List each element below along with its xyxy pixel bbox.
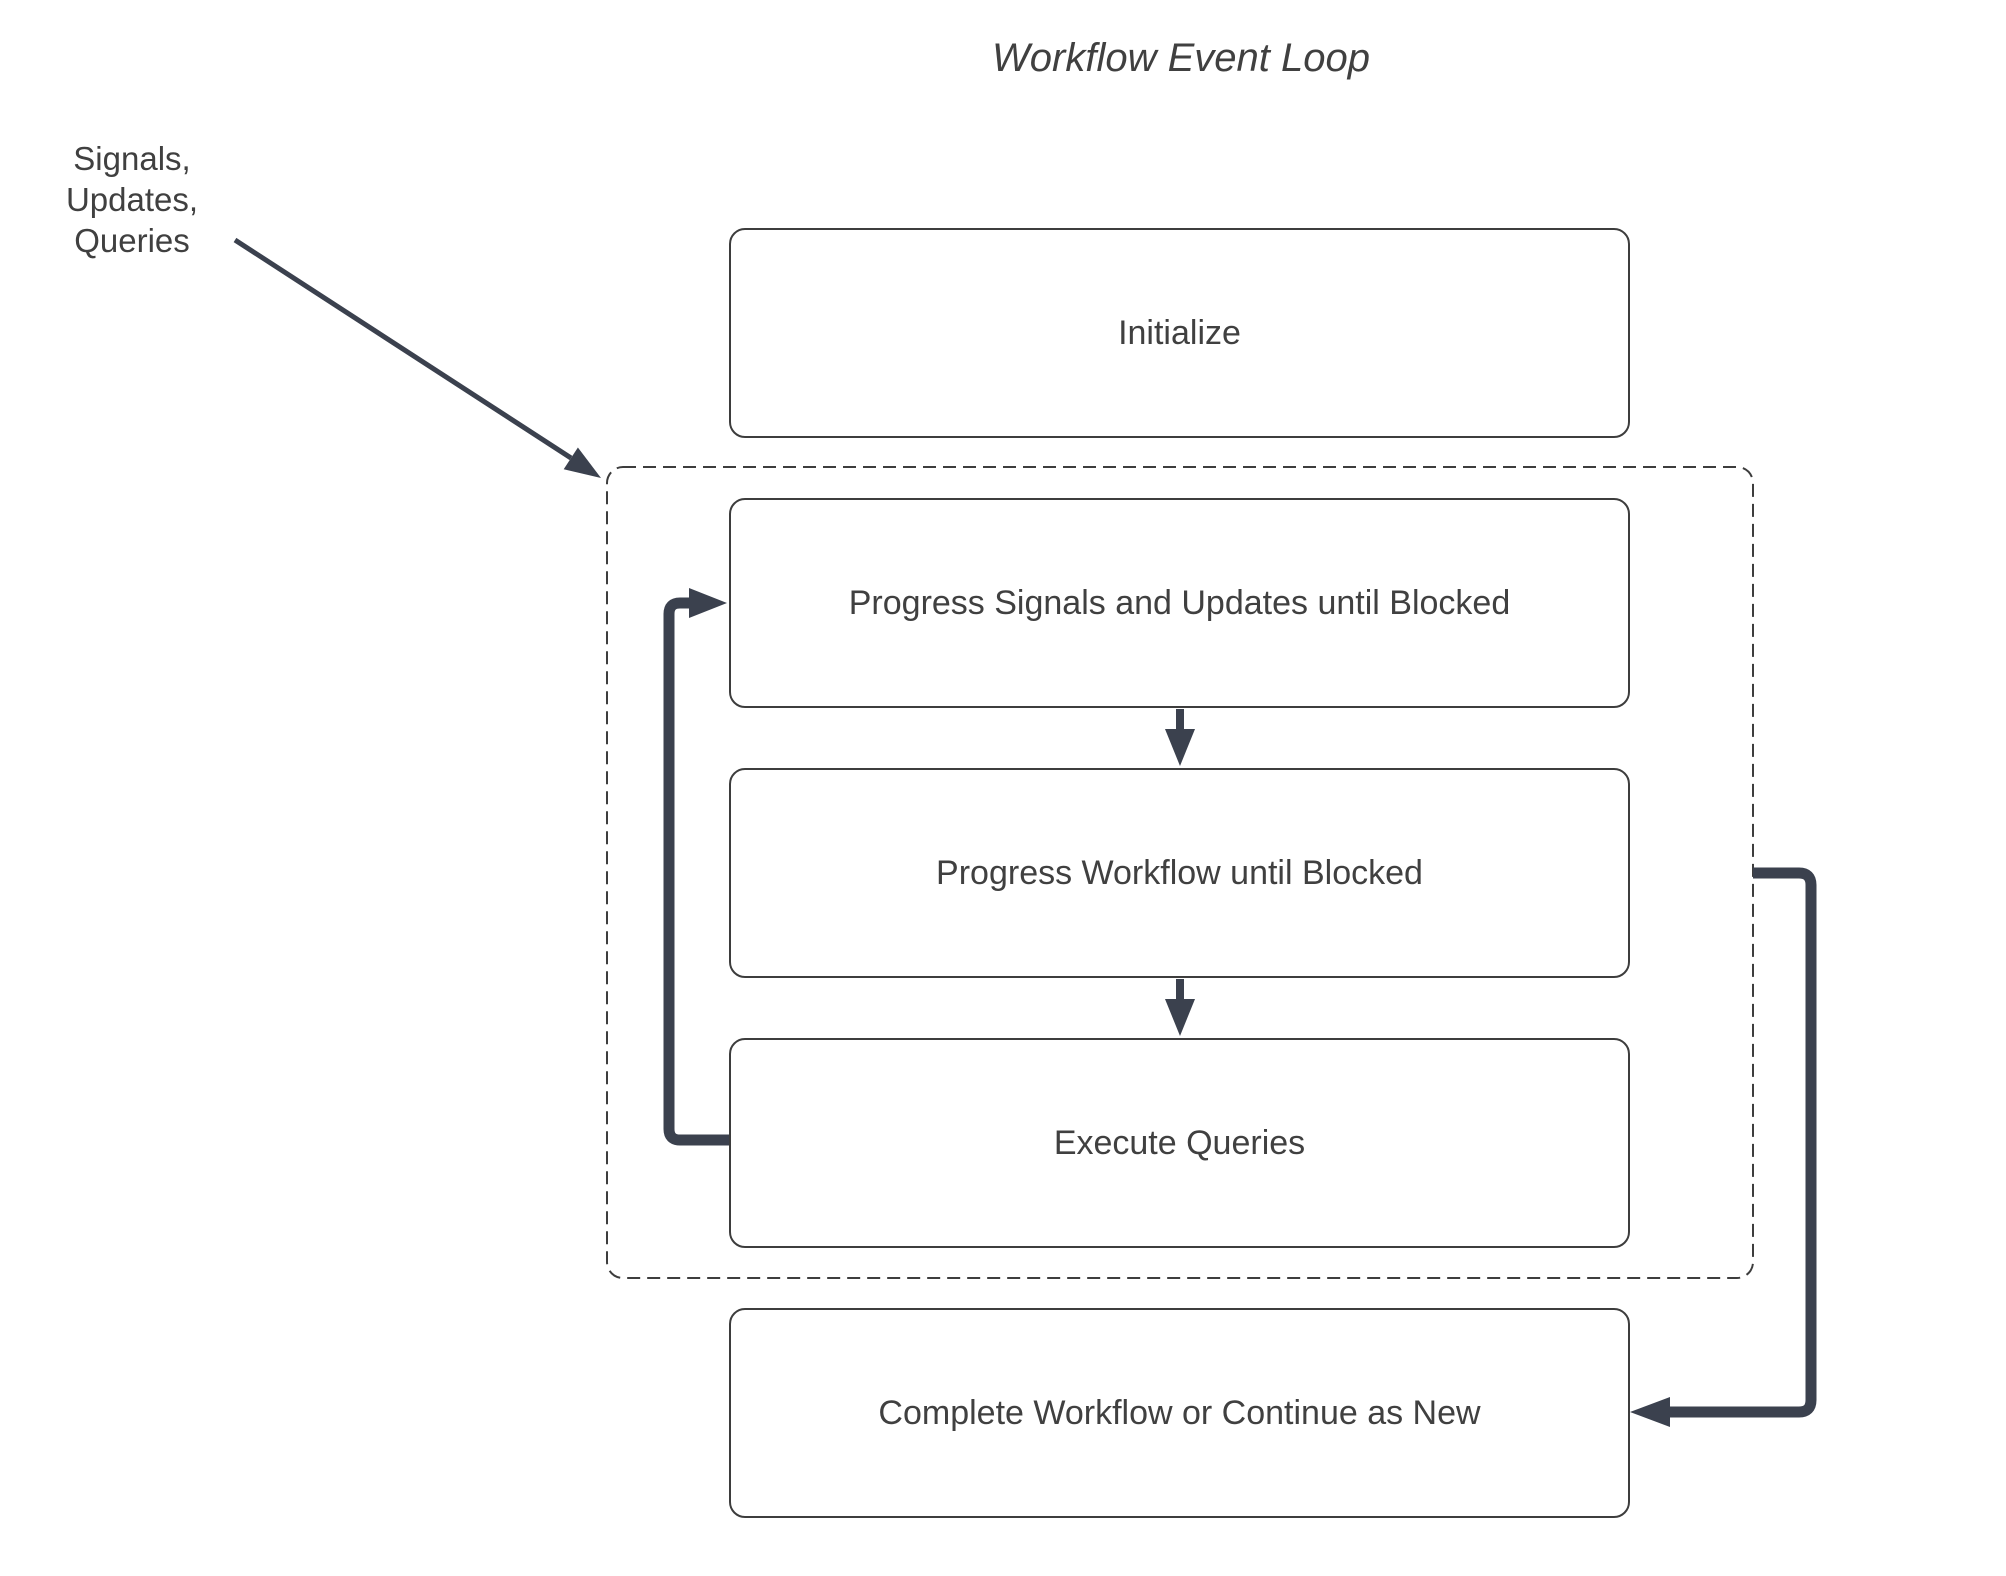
progress-workflow-to-execute-arrow [1165,979,1195,1036]
signals-to-loop-arrow-line [233,237,573,461]
node-complete-workflow-label: Complete Workflow or Continue as New [878,1393,1481,1432]
node-execute-queries: Execute Queries [729,1038,1630,1248]
progress-signals-to-workflow-arrow [1165,709,1195,766]
external-inputs-label: Signals, Updates, Queries [6,138,258,261]
external-inputs-label-line1: Signals, Updates, [65,140,199,218]
diagram-title: Workflow Event Loop [992,36,1370,80]
signals-to-loop-arrowhead-icon [563,447,601,478]
complete-arrowhead-icon [1630,1397,1670,1427]
node-progress-workflow: Progress Workflow until Blocked [729,768,1630,978]
execute-to-progress-signals-loop-arrow [663,588,729,1146]
loop-to-complete-arrow [1630,867,1817,1427]
node-initialize-label: Initialize [1118,313,1241,352]
node-complete-workflow: Complete Workflow or Continue as New [729,1308,1630,1518]
node-progress-signals: Progress Signals and Updates until Block… [729,498,1630,708]
loop-arrowhead-icon [689,588,727,618]
loop-arrow-path [663,597,729,1146]
down-arrow-2-head-icon [1165,999,1195,1036]
node-progress-signals-label: Progress Signals and Updates until Block… [848,583,1511,622]
complete-arrow-path [1668,867,1817,1418]
node-initialize: Initialize [729,228,1630,438]
node-execute-queries-label: Execute Queries [1053,1123,1306,1162]
signals-to-loop-arrow [233,237,601,478]
node-progress-workflow-label: Progress Workflow until Blocked [936,853,1423,892]
down-arrow-1-head-icon [1165,729,1195,766]
external-inputs-label-line2: Queries [74,222,190,259]
